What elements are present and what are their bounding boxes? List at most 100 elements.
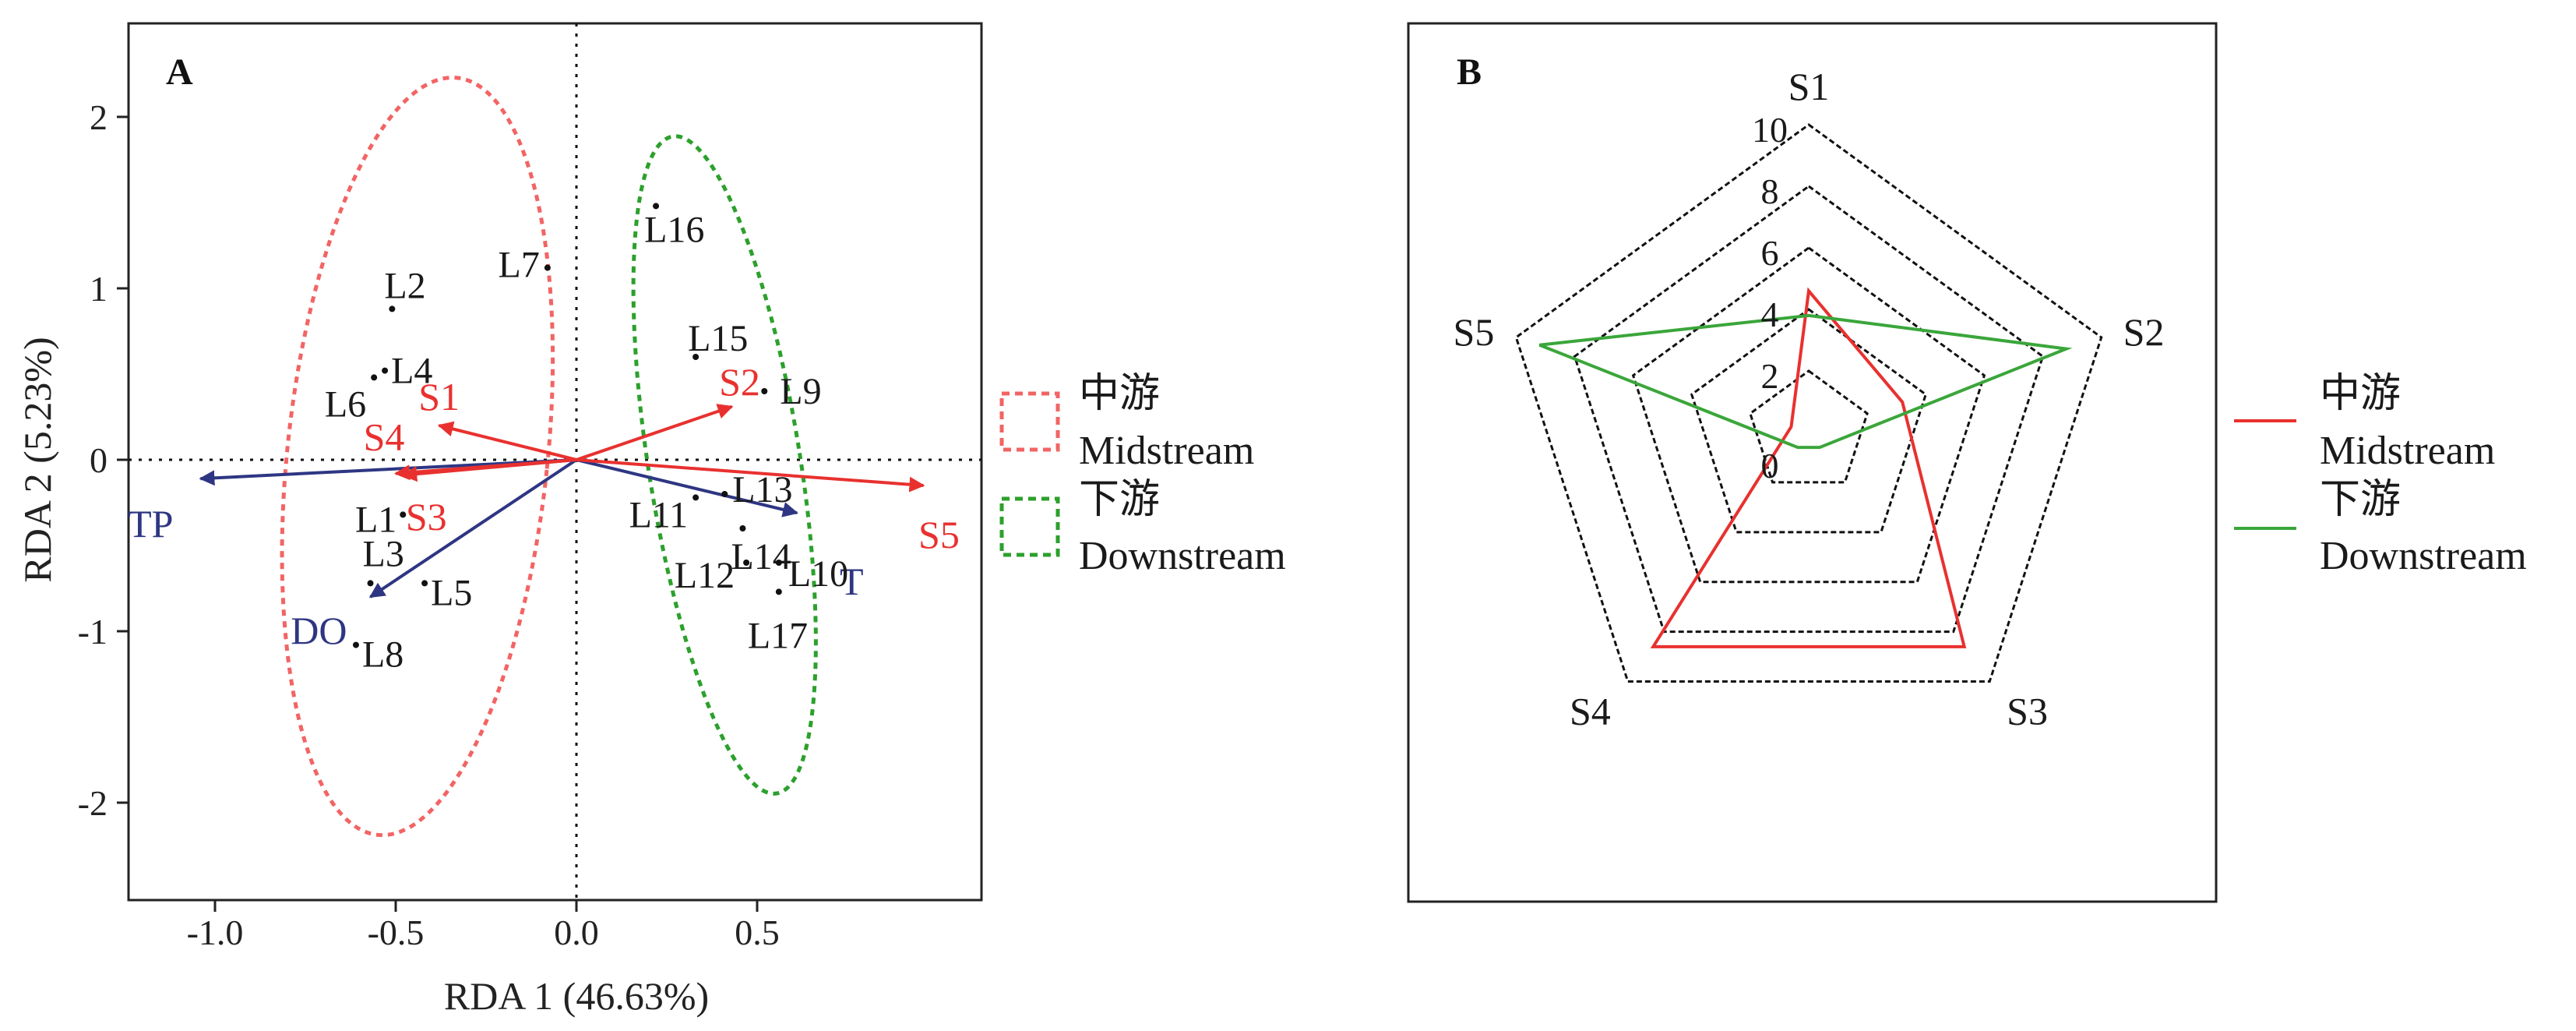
env-arrow-t [576,458,798,517]
radar-plot-frame [1407,22,2218,903]
radar-ring-label: 10 [1752,110,1788,150]
legend-radar-downstream-en: Downstream [2320,534,2527,578]
radar-ring-label: 6 [1761,233,1779,273]
site-point [367,580,374,587]
site-point [371,374,378,381]
env-label-do: DO [291,609,347,652]
species-label-s3: S3 [406,495,447,538]
legend-radar-midstream-cn: 中游 [2320,372,2401,416]
legend-label-midstream-cn: 中游 [1079,372,1160,416]
radar-grid [1514,123,2103,683]
site-label: L7 [499,245,540,286]
y-axis-title: RDA 2 (5.23%) [16,337,59,582]
site-label: L10 [788,553,848,595]
radar-ring-label: 4 [1761,295,1779,334]
site-label: L4 [391,351,432,392]
y-tick-label: -2 [78,783,107,823]
env-label-tp: TP [128,502,173,546]
site-label: L13 [732,469,792,510]
site-label: L6 [325,383,366,425]
radar-series-downstream [1538,313,2073,450]
species-label-s4: S4 [364,415,405,459]
species-arrow-s5 [576,458,925,493]
species-arrow-s2 [576,404,734,461]
legend-swatch-downstream [999,496,1060,557]
environmental-vectors: TP T DO [128,458,864,652]
radar-ring [1573,185,2045,634]
site-label: L14 [731,536,791,577]
site-point [721,491,728,497]
site-point [382,367,389,374]
panel-b-letter: B [1457,51,1482,93]
site-label: L3 [363,533,404,574]
x-tick-label: -1.0 [187,913,244,952]
x-tick-label: 0.0 [554,913,599,952]
site-label: L1 [355,499,396,540]
radar-ring-label: 0 [1761,446,1779,485]
env-arrow-tp [199,458,577,486]
site-point [400,511,407,518]
species-arrow-s1 [437,421,577,461]
group-ellipses [280,76,818,838]
site-point [743,560,750,566]
site-point [692,354,700,360]
radar-ring [1514,123,2103,683]
site-point [653,203,660,210]
x-tick-label: -0.5 [368,913,425,952]
site-point [692,494,700,501]
site-label: L2 [384,265,425,306]
legend-label-downstream-cn: 下游 [1079,478,1160,522]
legend-radar-downstream-cn: 下游 [2320,478,2401,522]
y-tick-label: 0 [90,440,107,480]
site-label: L17 [748,615,808,656]
site-label: L5 [431,572,472,613]
x-tick-label: 0.5 [735,913,780,952]
species-label-s1: S1 [418,375,460,418]
site-point [421,580,428,587]
site-label: L9 [780,371,821,412]
radar-ring [1690,308,1928,534]
site-label: L12 [675,555,735,596]
site-point [775,588,782,595]
radar-ring [1749,369,1869,484]
site-point [739,525,746,531]
radar-series [1538,287,2073,648]
radar-axis-label-s3: S3 [2007,690,2048,733]
site-point [544,264,551,271]
radar-legend: 中游 Midstream 下游 Downstream [2234,372,2527,578]
site-label: L8 [362,634,403,676]
species-label-s5: S5 [918,513,960,556]
legend-swatch-midstream [999,391,1060,452]
y-tick-label: 1 [90,269,107,309]
radar-axis-label-s5: S5 [1454,310,1495,354]
site-point [775,560,782,566]
species-arrow-s4 [394,458,577,481]
site-label: L11 [629,494,689,535]
y-tick-label: 2 [90,97,107,137]
env-label-t: T [840,560,864,603]
legend-radar-midstream-en: Midstream [2320,429,2495,473]
site-point [761,388,768,394]
site-label: L16 [644,209,704,250]
legend-label-downstream-en: Downstream [1079,534,1286,578]
site-point [352,641,359,648]
radar-ring-label: 8 [1761,171,1779,211]
rda-plot-frame [127,22,983,902]
radar-axis-label-s4: S4 [1570,690,1611,733]
group-ellipse-midstream [280,76,555,838]
site-label: L15 [688,318,748,359]
radar-series-midstream [1650,287,1967,648]
radar-axis-label-s1: S1 [1788,65,1830,108]
rda-legend: 中游 Midstream 下游 Downstream [999,372,1286,578]
env-arrow-do [368,458,578,598]
species-label-s2: S2 [719,360,760,404]
x-axis-title: RDA 1 (46.63%) [444,974,709,1018]
legend-label-midstream-en: Midstream [1079,429,1254,473]
